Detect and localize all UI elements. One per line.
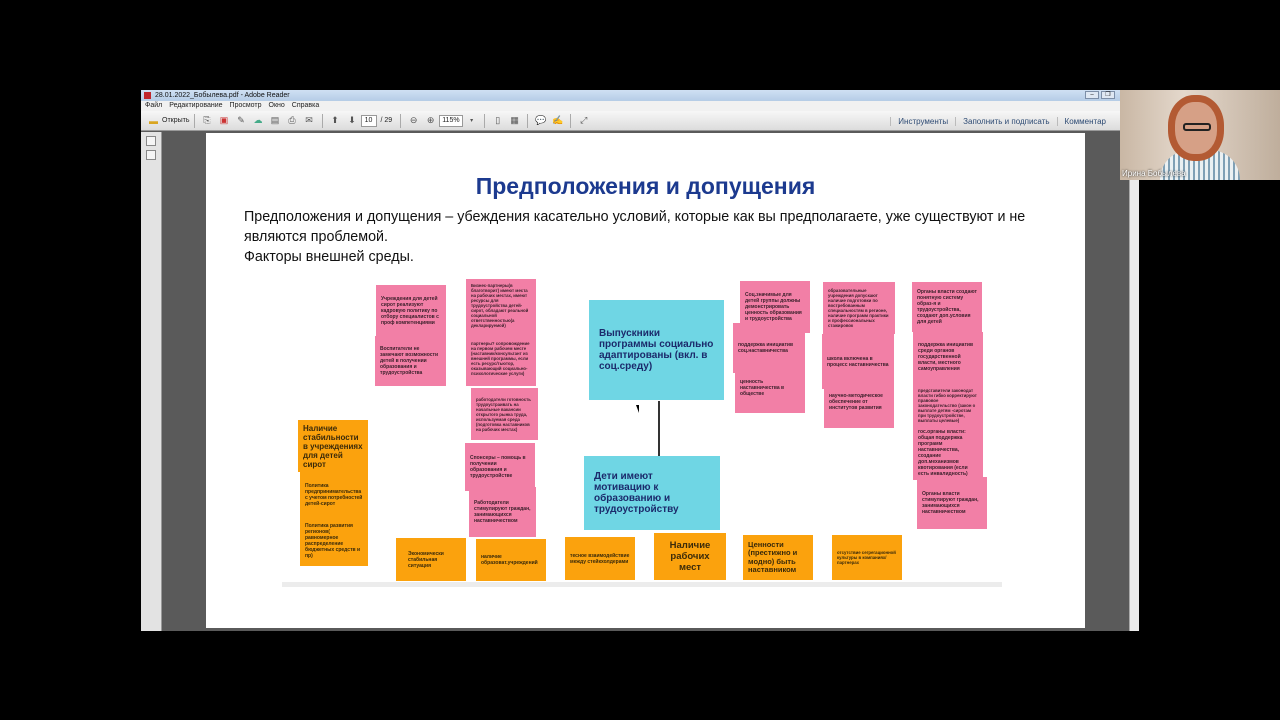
open-button[interactable]: Открыть [162,117,190,124]
paragraph-factors: Факторы внешней среды. [244,249,414,265]
sticky-note: Работодатели стимулируют граждан, занима… [469,487,536,537]
slide-text: Предположения и допущения – убеждения ка… [244,207,1064,267]
sticky-note: Наличие рабочих мест [654,533,726,580]
title-bar: 28.01.2022_Бобылева.pdf - Adobe Reader –… [141,90,1139,101]
next-page-icon[interactable]: ⬇ [348,115,356,125]
menu-window[interactable]: Окно [268,102,285,109]
sticky-note: Экономически стабильная ситуация [396,538,466,581]
pages-icon[interactable] [146,136,156,146]
menu-edit[interactable]: Редактирование [169,102,223,109]
blue-card-graduates: Выпускники программы социально адаптиров… [589,300,724,400]
pdf-icon [144,92,151,99]
comment-icon[interactable]: 💬 [535,115,547,125]
slide-title: Предположения и допущения [475,173,816,199]
fit-page-icon[interactable]: ▯ [495,115,501,125]
menu-file[interactable]: Файл [145,102,163,109]
participant-name: Ирина Бобылева [1122,169,1186,178]
sticky-note: представители законодат власти гибко кор… [913,380,983,430]
fill-sign-button[interactable]: Заполнить и подписать [955,116,1056,126]
sticky-note: Политика предпринимательства с учетом по… [300,472,368,517]
prev-page-icon[interactable]: ⬆ [331,115,339,125]
menu-bar: Файл Редактирование Просмотр Окно Справк… [141,101,1139,111]
baseline-divider [282,582,1002,587]
sticky-note: работодатели готовность трудоустраивать … [471,388,538,440]
attachments-icon[interactable] [146,150,156,160]
zoom-level-select[interactable]: 115% [439,114,464,127]
sticky-note: поддержка инициатив среди органов госуда… [913,332,983,382]
save-icon[interactable]: ▤ [270,115,280,125]
sticky-note: гос.органы власти: общая поддержка прогр… [913,425,983,480]
window-title: 28.01.2022_Бобылева.pdf - Adobe Reader [155,92,290,99]
sticky-note: тесное взаимодействие между стейкхолдера… [565,537,635,580]
sticky-note: образовательные учреждения допускают нал… [823,282,895,334]
email-icon[interactable]: ✉ [305,115,313,125]
menu-help[interactable]: Справка [291,102,320,109]
zoom-in-icon[interactable]: ⊕ [426,115,435,125]
blue-card-motivation: Дети имеют мотивацию к образованию и тру… [584,456,720,530]
navigation-panel [141,132,162,631]
sticky-note: Спонсеры – помощь в получении образовани… [465,443,535,491]
minimize-button[interactable]: – [1085,91,1099,99]
glasses [1183,123,1211,131]
sticky-note: Ценности (престижно и модно) быть настав… [743,535,813,580]
menu-view[interactable]: Просмотр [229,102,262,109]
mouse-cursor [636,405,639,413]
chevron-down-icon[interactable]: ▾ [470,118,474,124]
page-number-input[interactable]: 10 [360,114,377,127]
tools-button[interactable]: Инструменты [890,116,955,126]
paragraph-definition: Предположения и допущения – убеждения ка… [244,209,1026,245]
edit-icon[interactable]: ✎ [237,115,245,125]
fullscreen-icon[interactable]: ⤢ [580,115,588,125]
create-pdf-icon[interactable]: ⎘ [203,115,211,125]
sticky-note: Органы власти создают понятную систему о… [912,282,982,332]
participant-video: Ирина Бобылева [1120,90,1280,180]
sticky-note: Воспитатели не замечают возможности дете… [375,336,446,386]
comment-button[interactable]: Комментар [1056,116,1113,126]
print-icon[interactable]: ⎙ [288,115,296,125]
sticky-note: Наличие стабильности в учреждениях для д… [298,420,368,472]
fit-width-icon[interactable]: ▦ [510,115,519,125]
vertical-scrollbar[interactable] [1129,132,1139,631]
connector-line [658,401,660,457]
sticky-note: ценность наставничества в обществе [735,363,805,413]
combine-icon[interactable]: ▣ [219,115,229,125]
sticky-note: Политика развития регионов( равномерное … [300,516,368,566]
sign-icon[interactable]: ✍ [552,115,564,125]
sticky-note: научно-методическое обеспечение от инсти… [824,376,894,428]
toolbar: ▬ Открыть ⎘ ▣ ✎ ☁ ▤ ⎙ ✉ ⬆ ⬇ 10 / 29 ⊖ ⊕ … [141,111,1139,131]
sticky-note: Органы власти стимулируют граждан, заним… [917,477,987,529]
sticky-note: партнеры? сопровождение на первом рабоче… [466,331,536,386]
cloud-icon[interactable]: ☁ [253,115,263,125]
pdf-page: Предположения и допущения Предположения … [206,133,1085,628]
folder-icon[interactable]: ▬ [149,115,158,126]
maximize-button[interactable]: ❐ [1101,91,1115,99]
sticky-note: Учреждения для детей сирот реализуют кад… [376,285,446,337]
sticky-note: отсутствие сегрегационной культуры в ком… [832,535,902,580]
sticky-note: наличие образоват.учреждений [476,539,546,581]
page-total: / 29 [380,117,393,124]
zoom-out-icon[interactable]: ⊖ [409,115,418,125]
sticky-note: Бизнес-партнеры(в благотворит) имеют мес… [466,279,536,332]
participant-shirt [1160,150,1240,180]
